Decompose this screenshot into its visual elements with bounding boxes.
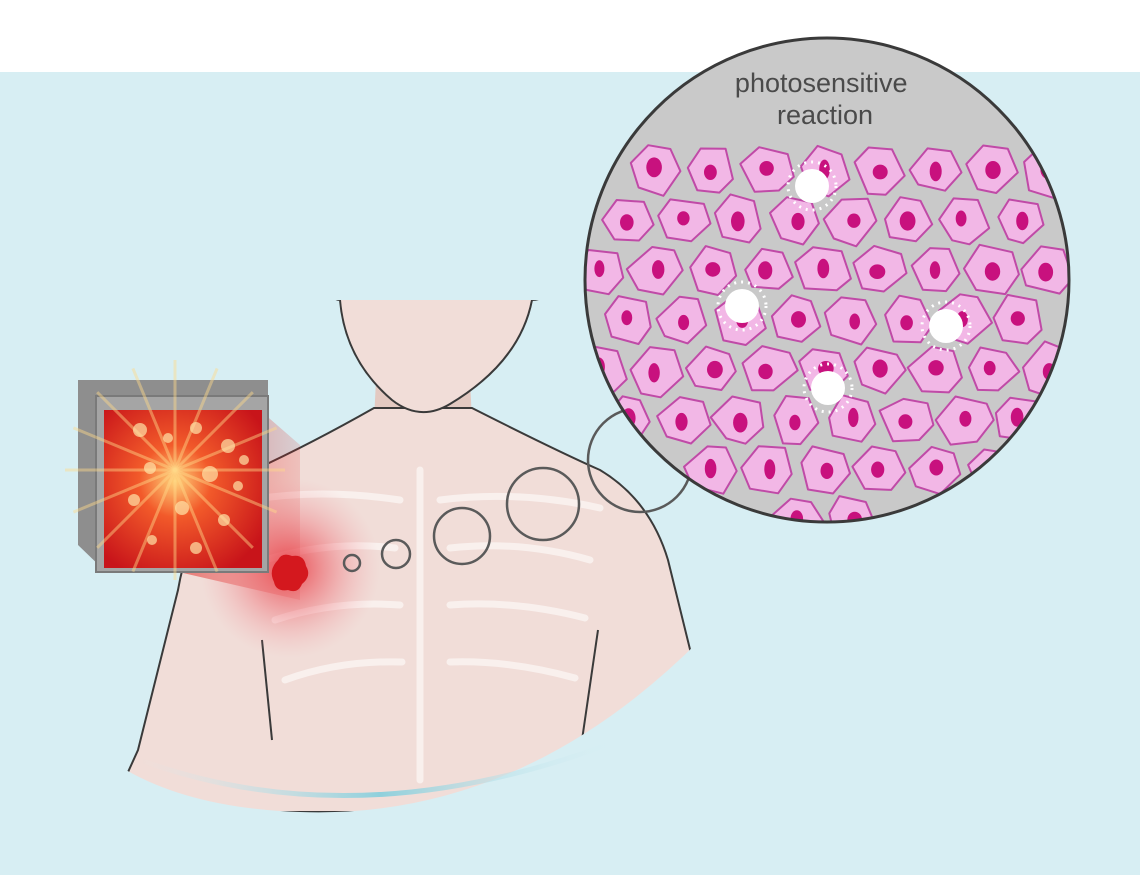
lamp-light-dot <box>202 466 218 482</box>
cell-nucleus <box>678 314 690 331</box>
cell-nucleus <box>1010 311 1025 326</box>
arm-line-right <box>581 629 599 741</box>
cell-nucleus <box>677 211 690 226</box>
arm-line-left <box>261 639 273 741</box>
lamp-light-dot <box>218 514 230 526</box>
cell-nucleus <box>928 360 944 376</box>
lamp-light-dot <box>190 542 202 554</box>
lamp-ray <box>174 468 278 514</box>
lamp-light-dot <box>221 439 235 453</box>
cell-nucleus <box>648 363 660 383</box>
cell-nucleus <box>1010 407 1024 427</box>
lamp-light-dot <box>163 433 173 443</box>
cell-nucleus <box>704 164 717 180</box>
cell-nucleus <box>758 363 773 380</box>
lamp-light-dot <box>128 494 140 506</box>
cell-nucleus <box>929 459 944 476</box>
cell-nucleus <box>847 213 861 228</box>
lamp-light-dot <box>175 501 189 515</box>
cell-nucleus <box>872 164 888 180</box>
cell-nucleus <box>898 414 913 429</box>
cell-nucleus <box>704 458 717 479</box>
lamp-ray <box>96 468 177 549</box>
lamp-light-dot <box>147 535 157 545</box>
lamp-ray <box>72 468 176 514</box>
lamp-ray <box>72 426 176 472</box>
cell-nucleus <box>869 264 886 280</box>
zoom-circle-4 <box>505 466 581 542</box>
lamp-ray <box>173 468 254 549</box>
cell-nucleus <box>848 407 859 428</box>
head <box>328 300 550 414</box>
cell-nucleus <box>675 412 688 431</box>
cell-nucleus <box>733 412 748 433</box>
reaction-burst <box>795 169 829 203</box>
lamp-light-dot <box>133 423 147 437</box>
reaction-halo <box>716 280 768 332</box>
cell-nucleus <box>646 157 662 178</box>
reaction-halo <box>802 362 854 414</box>
cell-nucleus <box>872 359 888 378</box>
cell-nucleus <box>764 459 776 480</box>
cell-nucleus <box>705 262 721 277</box>
lamp-ray <box>173 469 219 573</box>
zoom-circle-1 <box>342 553 362 573</box>
cell-nucleus <box>929 161 942 182</box>
label-photosensitive-reaction: photosensitive reaction <box>735 68 915 130</box>
lamp-ray <box>173 367 219 471</box>
cell-nucleus <box>621 310 633 326</box>
reactions-layer <box>716 160 972 414</box>
cell-nucleus <box>1038 262 1054 282</box>
base-arc <box>139 737 621 799</box>
lamp-ray <box>131 469 177 573</box>
lamp-rays <box>65 360 285 580</box>
cell-nucleus <box>929 261 941 279</box>
cell-nucleus <box>1016 211 1029 231</box>
reaction-halo <box>786 160 838 212</box>
cell-nucleus <box>817 258 830 279</box>
cell-nucleus <box>652 260 665 279</box>
cell-nucleus <box>985 161 1001 179</box>
lamp-ray <box>131 367 177 471</box>
cell-nucleus <box>955 210 967 227</box>
cell-nucleus <box>791 311 806 328</box>
reaction-burst <box>725 289 759 323</box>
zoom-circle-3 <box>432 506 492 566</box>
lamp-light-dot <box>233 481 243 491</box>
cell-nucleus <box>849 313 860 330</box>
lamp-light-dot <box>239 455 249 465</box>
cell-nucleus <box>899 211 916 231</box>
cell-nucleus <box>759 161 774 176</box>
cell-nucleus <box>900 315 913 331</box>
magnified-view: photosensitive reaction <box>583 36 1071 524</box>
lamp-light-dot <box>144 462 156 474</box>
cell-nucleus <box>820 462 834 479</box>
cell-nucleus <box>984 262 1001 281</box>
cell-nucleus <box>707 360 723 379</box>
tumor <box>271 554 309 592</box>
cell-nucleus <box>789 414 801 431</box>
cell-nucleus <box>594 260 605 278</box>
reaction-halo <box>920 300 972 352</box>
cell-nucleus <box>871 461 885 478</box>
cell-nucleus <box>758 261 773 280</box>
light-source-device <box>65 360 285 580</box>
reaction-burst <box>811 371 845 405</box>
cell-nucleus <box>959 410 972 427</box>
cell-nucleus <box>791 212 805 231</box>
cell-nucleus <box>620 214 634 231</box>
cell-nucleus <box>731 211 745 232</box>
label-line-1: photosensitive <box>735 68 908 98</box>
magnified-view-border <box>583 36 1071 524</box>
lamp-ray <box>173 391 254 472</box>
reaction-burst <box>929 309 963 343</box>
label-line-2: reaction <box>777 100 873 130</box>
cell-nucleus <box>983 360 996 376</box>
lamp-light-dot <box>190 422 202 434</box>
zoom-circle-2 <box>380 538 412 570</box>
